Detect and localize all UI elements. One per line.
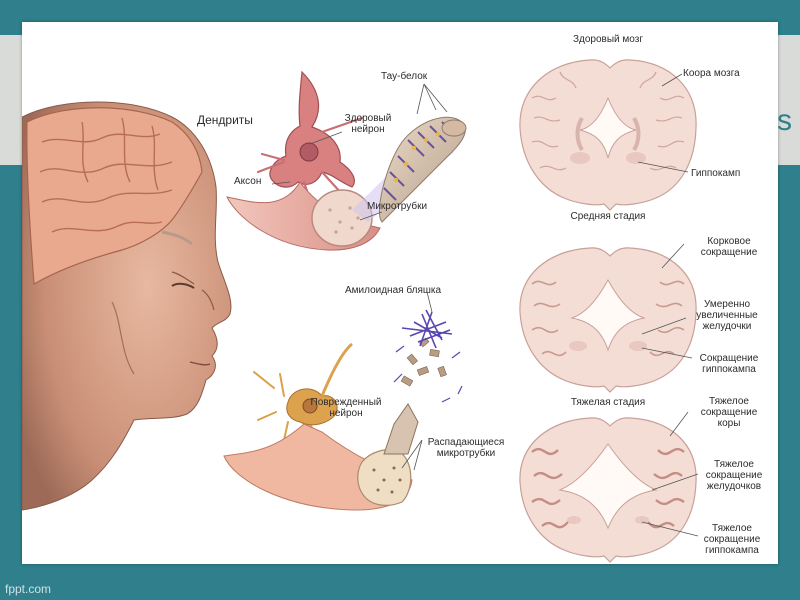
- illustration-panel: Тау-белок Дендриты Здоровый нейрон Аксон…: [22, 22, 778, 564]
- label-severe-cortex: Тяжелое сокращение коры: [694, 396, 764, 429]
- label-severe-vent-line2: сокращение: [705, 470, 763, 481]
- label-microtubules: Микротрубки: [367, 201, 428, 212]
- label-severe-cortex-line1: Тяжелое: [709, 396, 749, 407]
- label-hippocampus: Гиппокамп: [691, 168, 741, 179]
- label-damaged-neuron: Поврежденный нейрон: [306, 397, 386, 419]
- label-enlarged-ventricles: Умеренно увеличенные желудочки: [690, 299, 764, 332]
- label-hippo-shrink-line2: гиппокампа: [702, 364, 756, 375]
- slide-edge-letter: s: [777, 104, 792, 137]
- label-severe-hippo-line2: сокращение: [703, 534, 761, 545]
- label-cortical-line1: Корковое: [707, 236, 751, 247]
- brain-section-healthy: [519, 59, 697, 211]
- label-ventricles-line1: Умеренно: [703, 299, 751, 310]
- label-axon: Аксон: [234, 176, 262, 187]
- label-healthy-neuron-line2: нейрон: [351, 124, 385, 135]
- label-severe-stage: Тяжелая стадия: [570, 397, 646, 408]
- damaged-neuron: [223, 291, 463, 511]
- label-healthy-brain: Здоровый мозг: [573, 34, 643, 45]
- label-severe-hippo-line1: Тяжелое: [712, 523, 752, 534]
- label-healthy-neuron-line1: Здоровый: [344, 113, 392, 124]
- label-tau: Тау-белок: [381, 71, 428, 82]
- label-disintegrating-microtubules: Распадающиеся микротрубки: [416, 437, 516, 459]
- label-severe-cortex-line2: сокращение: [700, 407, 758, 418]
- label-severe-cortex-line3: коры: [717, 418, 741, 429]
- brain-section-middle: [519, 247, 697, 393]
- label-damaged-neuron-line2: нейрон: [329, 408, 363, 419]
- label-severe-vent-line3: желудочков: [706, 481, 762, 492]
- label-amyloid-plaque: Амилоидная бляшка: [345, 285, 442, 296]
- label-healthy-neuron: Здоровый нейрон: [338, 113, 398, 135]
- label-severe-hippo-line3: гиппокампа: [705, 545, 759, 556]
- label-dendrites: Дендриты: [197, 113, 253, 127]
- label-hippocampus-shrinkage: Сокращение гиппокампа: [694, 353, 764, 375]
- label-severe-vent-line1: Тяжелое: [714, 459, 754, 470]
- label-cortical-line2: сокращение: [700, 247, 758, 258]
- human-head: [22, 101, 232, 511]
- brain-section-severe: [519, 417, 697, 563]
- label-ventricles-line2: увеличенные: [696, 310, 758, 321]
- label-severe-ventricles: Тяжелое сокращение желудочков: [694, 459, 774, 492]
- illustration-svg: [22, 59, 699, 563]
- label-damaged-neuron-line1: Поврежденный: [310, 397, 382, 408]
- label-middle-stage: Средняя стадия: [570, 211, 646, 222]
- brain-leader-lines: [637, 73, 699, 537]
- label-cortex: Коора мозга: [683, 68, 740, 79]
- healthy-neuron: [226, 70, 467, 251]
- watermark: fppt.com: [5, 582, 52, 596]
- label-disintegrating-line2: микротрубки: [436, 448, 496, 459]
- label-hippo-shrink-line1: Сокращение: [699, 353, 759, 364]
- label-ventricles-line3: желудочки: [702, 321, 752, 332]
- label-severe-hippocampus: Тяжелое сокращение гиппокампа: [694, 523, 770, 556]
- label-cortical-shrinkage: Корковое сокращение: [694, 236, 764, 258]
- label-disintegrating-line1: Распадающиеся: [427, 437, 505, 448]
